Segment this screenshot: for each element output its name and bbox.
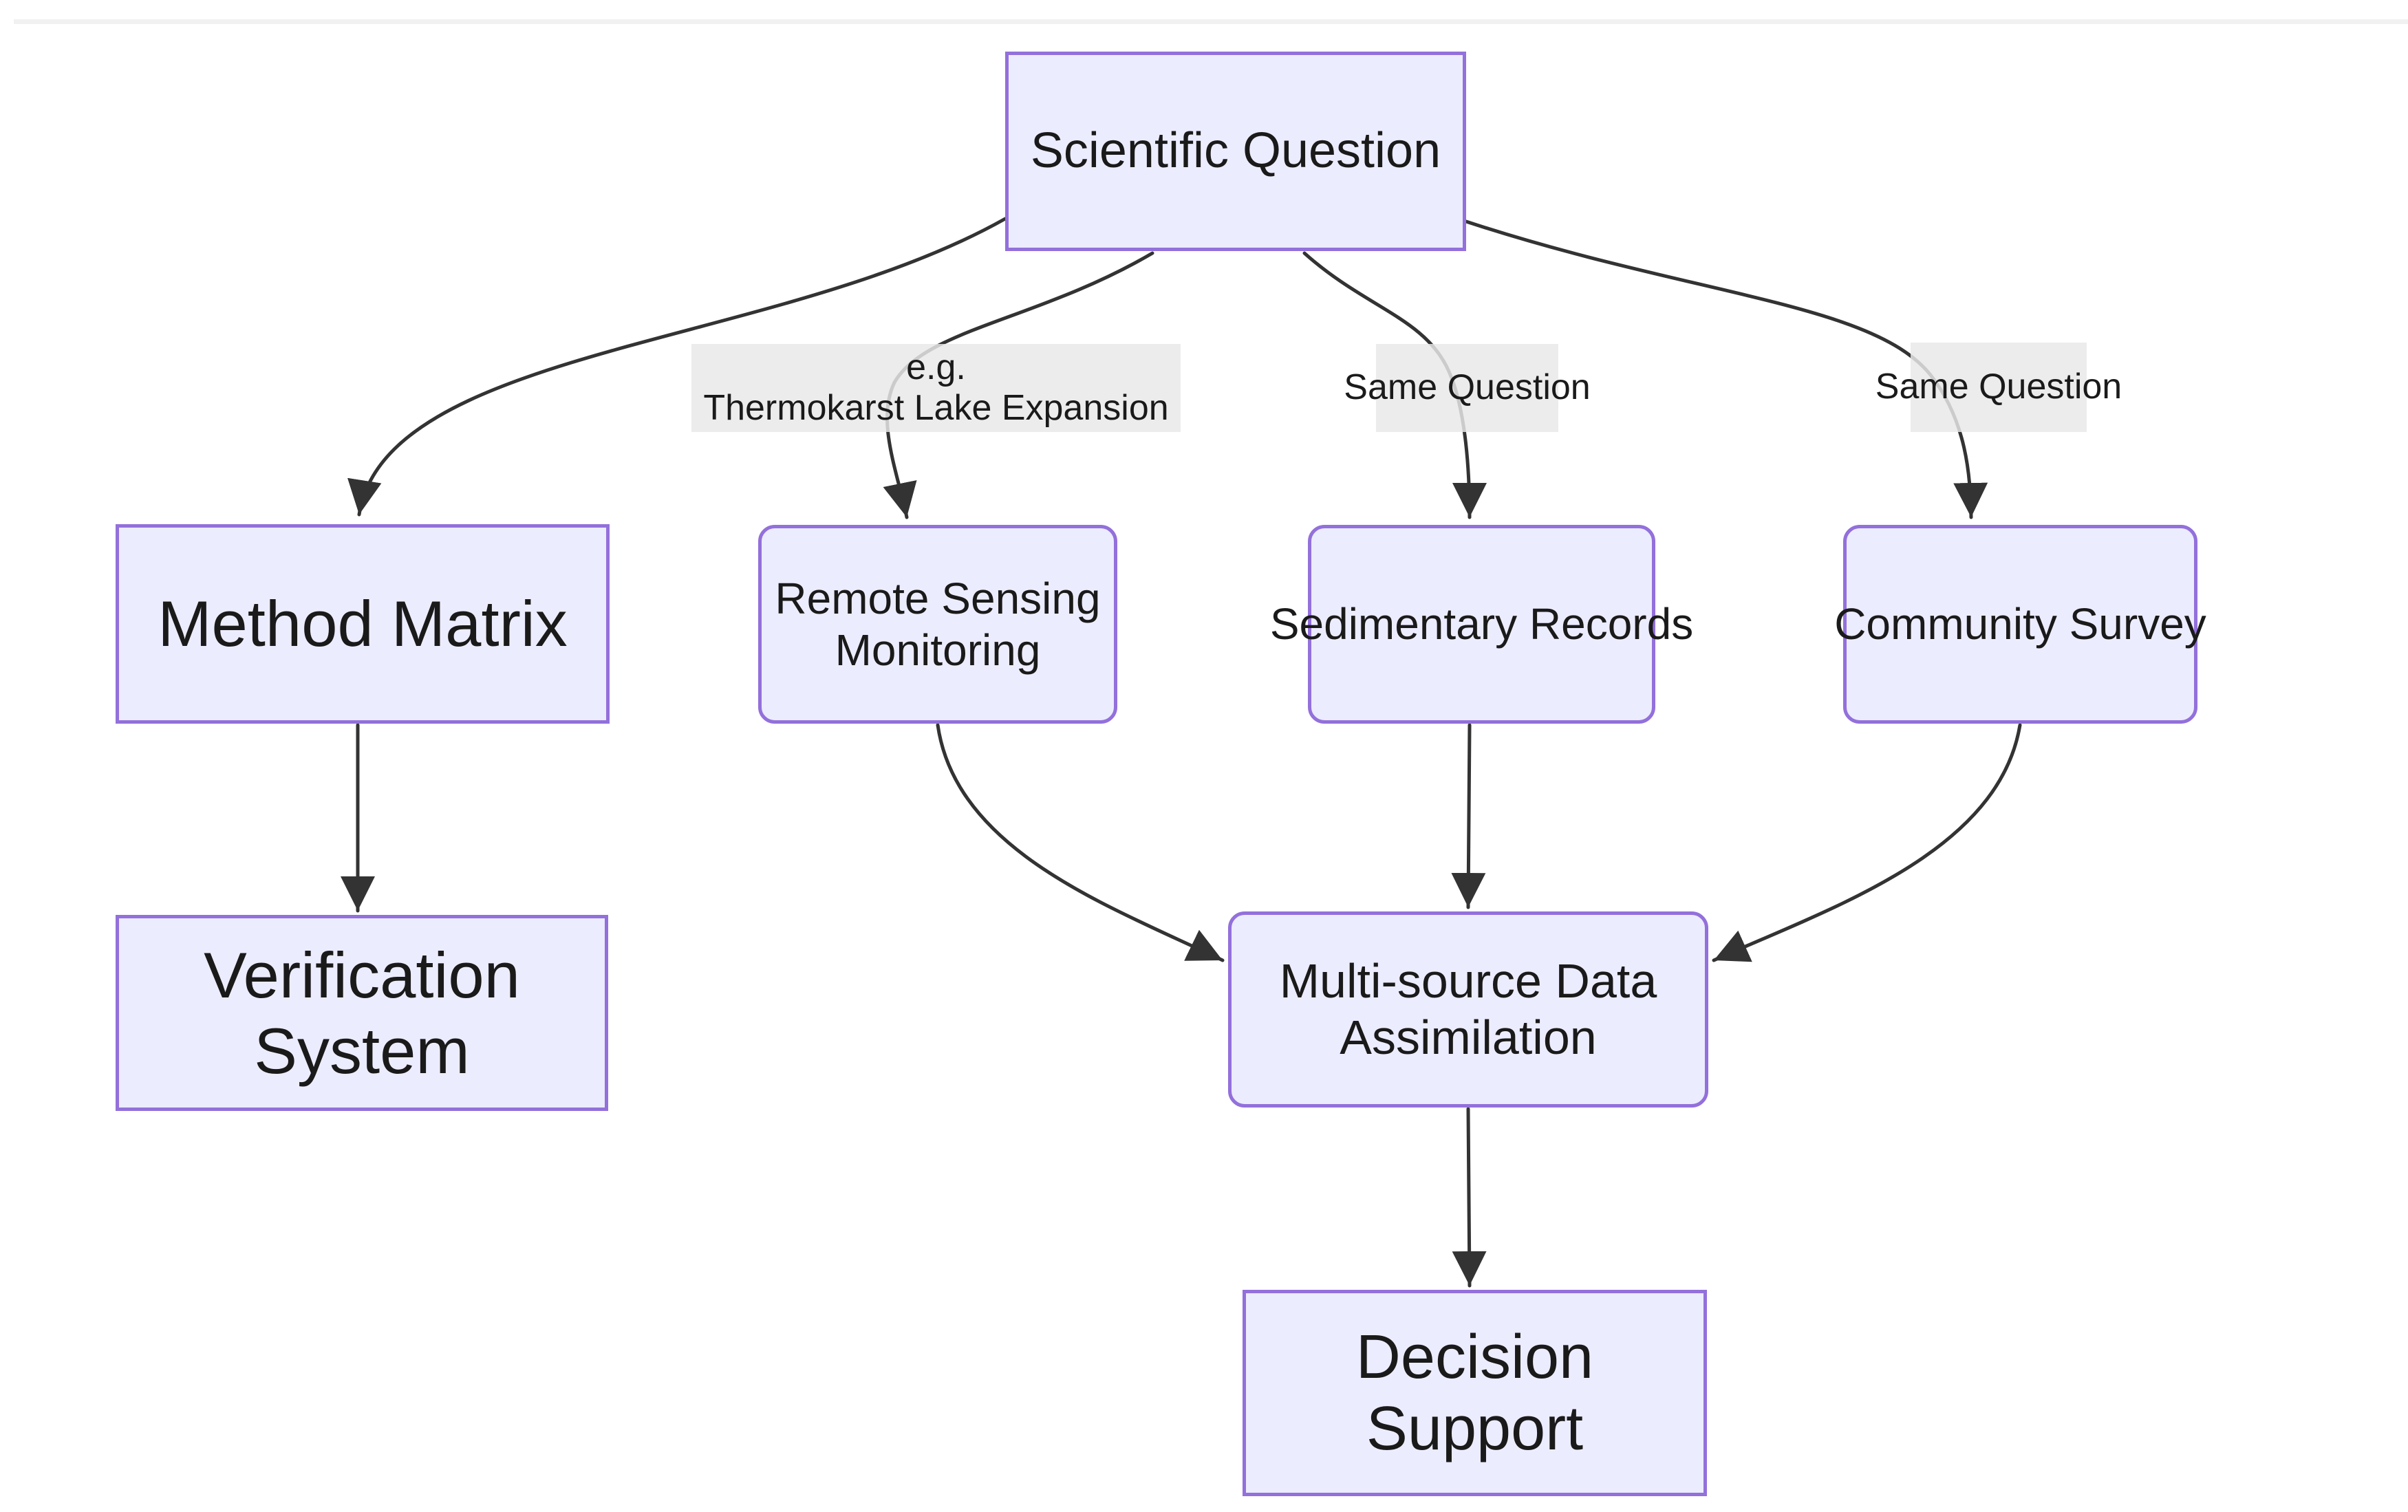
node-remote-sensing-monitoring: Remote Sensing Monitoring [758, 525, 1117, 724]
node-community-survey: Community Survey [1834, 525, 2206, 724]
node-multi-source-data-assimilation: Multi-source Data Assimilation [1228, 911, 1708, 1108]
node-scientific-question: Scientific Question [1005, 52, 1466, 251]
page-top-divider [14, 19, 2408, 24]
arrow-sq-to-community-survey [1464, 219, 1988, 519]
arrow-remote-sensing-to-multi-source [936, 723, 1225, 962]
edge-label-same-question-2: Same Question [1875, 343, 2122, 432]
arrow-sedimentary-to-multi-source [1451, 723, 1486, 909]
arrow-sq-to-method-matrix [347, 217, 1007, 517]
arrow-community-to-multi-source [1712, 723, 2022, 962]
node-method-matrix: Method Matrix [116, 524, 610, 724]
node-verification-system: Verification System [116, 915, 608, 1111]
edge-label-example: e.g. Thermokarst Lake Expansion [691, 344, 1181, 432]
node-sedimentary-records: Sedimentary Records [1270, 525, 1693, 724]
node-decision-support: Decision Support [1243, 1290, 1707, 1496]
arrow-multi-source-to-decision [1452, 1107, 1487, 1288]
edge-label-same-question-1: Same Question [1344, 344, 1591, 432]
